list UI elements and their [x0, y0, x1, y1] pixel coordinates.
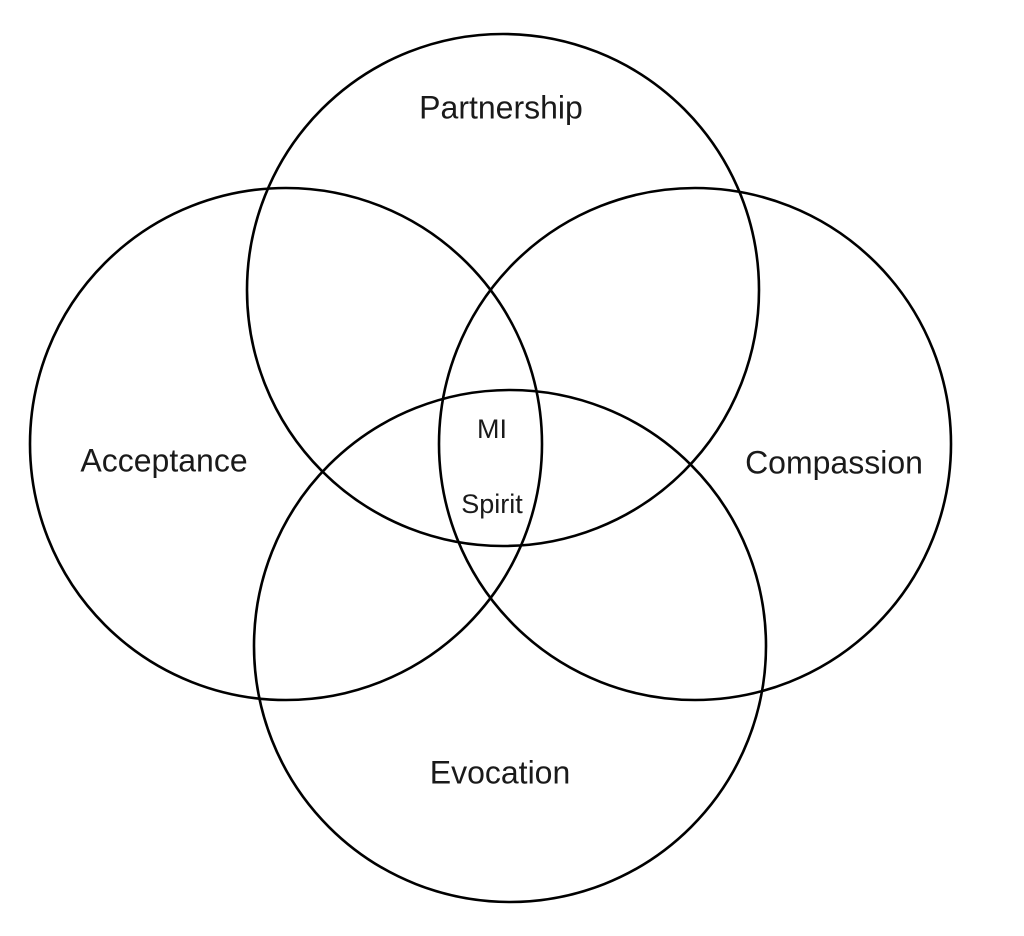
center-label-mi: MI	[477, 414, 507, 444]
acceptance-circle	[28, 186, 544, 702]
partnership-label: Partnership	[419, 89, 583, 125]
evocation-label: Evocation	[430, 754, 571, 790]
partnership-circle	[245, 32, 761, 548]
center-label-spirit: Spirit	[461, 489, 523, 519]
acceptance-label: Acceptance	[80, 442, 247, 478]
compassion-circle	[437, 186, 953, 702]
compassion-label: Compassion	[745, 444, 923, 480]
evocation-circle	[252, 388, 768, 904]
